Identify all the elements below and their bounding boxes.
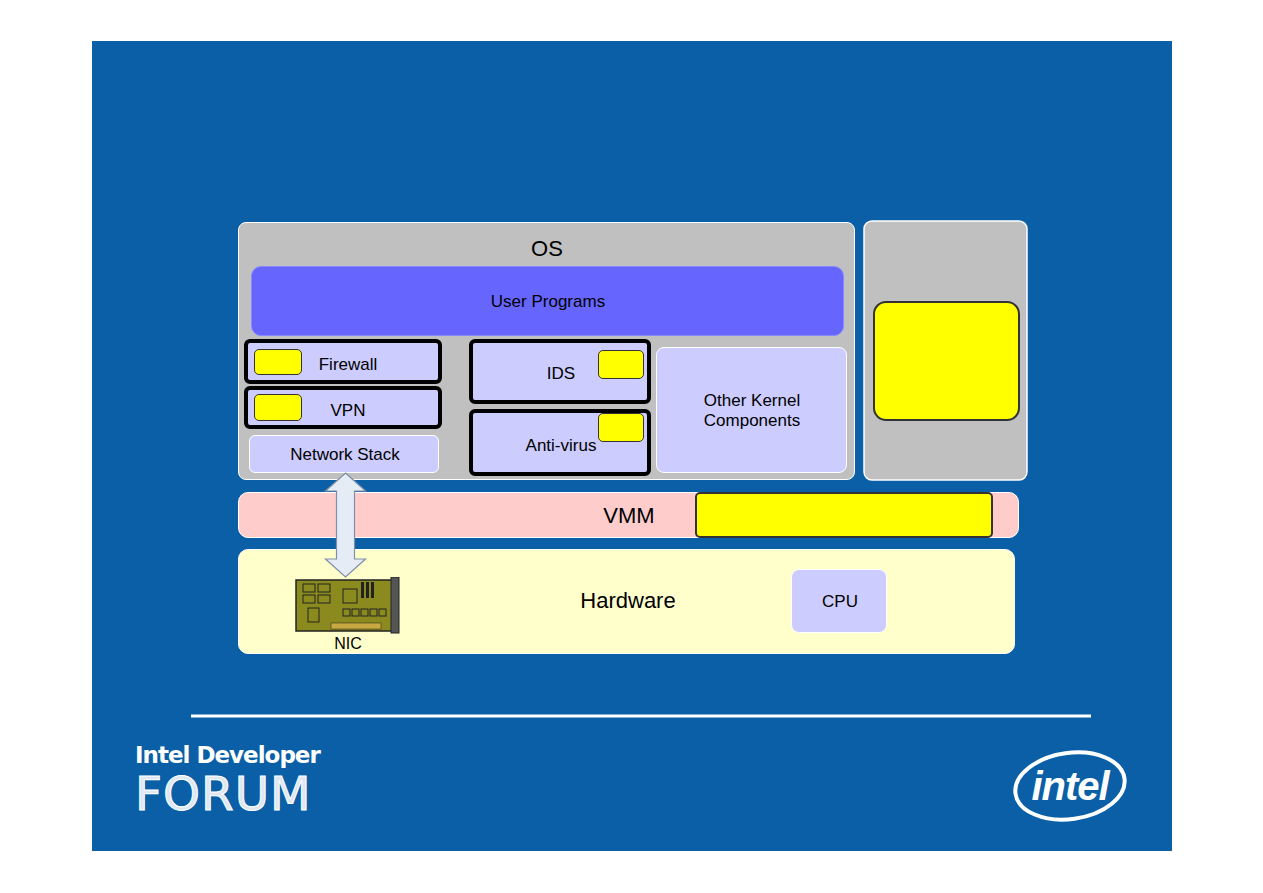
ids-box: IDS <box>469 339 651 404</box>
user-programs-band: User Programs <box>251 266 844 336</box>
node-label: Firewall <box>319 355 378 375</box>
intel-logo: intel <box>1031 766 1108 806</box>
node-label: Hardware <box>580 588 675 613</box>
node-label: User Programs <box>491 292 605 312</box>
yellow-module <box>254 349 302 375</box>
node-label: IDS <box>547 364 575 384</box>
node-label: VPN <box>331 401 366 421</box>
network-stack-box: Network Stack <box>249 435 439 473</box>
forum-logo-text: FORUM <box>135 770 312 817</box>
yellow-module <box>598 413 644 442</box>
yellow-module <box>695 492 993 538</box>
anti-virus-box: Anti-virus <box>469 409 651 476</box>
hardware-band: Hardware CPU NIC <box>238 549 1015 654</box>
os-box: OS User ProgramsFirewallVPN Network Stack I… <box>238 222 855 480</box>
vpn-box: VPN <box>244 386 442 429</box>
node-label: CPU <box>822 592 858 612</box>
forum-logo-text: Intel Developer <box>135 744 320 767</box>
node-label: OS <box>531 236 563 261</box>
node-label: Network Stack <box>290 445 400 465</box>
node-label: Other Kernel Components <box>662 391 842 430</box>
yellow-module <box>598 350 644 379</box>
nic-card: NIC <box>291 577 403 653</box>
node-label: NIC <box>334 635 362 653</box>
nic-illustration <box>291 577 403 635</box>
firewall-box: Firewall <box>244 339 442 384</box>
cpu-box: CPU <box>791 569 887 633</box>
kernel-components-box: Other Kernel Components <box>656 347 847 473</box>
node-label: VMM <box>603 503 654 528</box>
node-label: Anti-virus <box>526 436 597 456</box>
vmm-band: VMM <box>238 492 1019 538</box>
yellow-module <box>254 394 302 421</box>
